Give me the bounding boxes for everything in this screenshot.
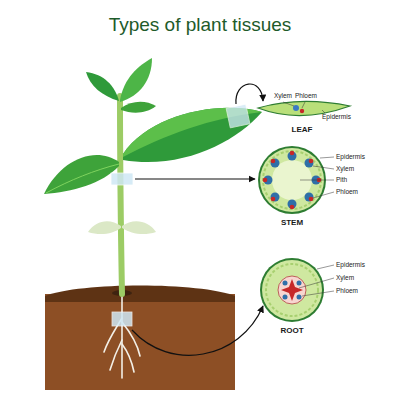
cotyledon — [88, 221, 121, 234]
leader-line — [302, 291, 334, 296]
phloem-bundle — [309, 197, 314, 202]
section-caption: ROOT — [280, 326, 303, 335]
phloem-bundle — [283, 281, 288, 286]
tissue-label: Epidermis — [322, 113, 351, 120]
leaf-sample — [226, 104, 250, 128]
pointer-arrow — [135, 178, 255, 179]
roots — [104, 294, 140, 378]
tissue-label: Xylem — [274, 92, 292, 99]
stem-sample — [111, 173, 133, 185]
phloem-bundle — [271, 197, 276, 202]
xylem-bundle — [305, 159, 314, 168]
vascular-cylinder — [278, 276, 306, 304]
section-caption: STEM — [281, 218, 303, 227]
leader-line — [320, 157, 334, 158]
main-root — [121, 294, 123, 378]
section-caption: LEAF — [292, 125, 313, 134]
phloem-bundle — [309, 159, 314, 164]
pointer-arrow — [236, 84, 263, 104]
pointer-arrow — [132, 306, 263, 355]
leader-lines — [283, 102, 325, 113]
phloem-bundles — [283, 281, 302, 300]
stem — [120, 96, 122, 294]
phloem-bundle — [297, 295, 302, 300]
leaf — [44, 155, 119, 194]
leaf — [86, 72, 119, 101]
leader-lines — [300, 157, 334, 198]
tissue-label: Phloem — [336, 287, 358, 294]
tissue-label: Epidermis — [336, 153, 365, 160]
tissue-label: Phloem — [295, 92, 317, 99]
leaf — [121, 102, 156, 113]
side-root — [122, 322, 140, 356]
tissue-label: Epidermis — [336, 261, 365, 268]
tissue-label: Xylem — [336, 165, 354, 172]
leader-line — [317, 265, 334, 269]
phloem-bundle — [263, 178, 268, 183]
leaf — [120, 58, 152, 102]
xylem-bundle — [271, 159, 280, 168]
leader-line — [283, 102, 294, 106]
leader-lines — [299, 265, 334, 296]
xylem-bundle — [264, 176, 273, 185]
tissue-label: Pith — [336, 176, 347, 183]
side-root — [122, 344, 134, 372]
tissue-label: Phloem — [336, 188, 358, 195]
leader-line — [313, 192, 334, 198]
leader-line — [322, 110, 325, 113]
xylem-bundle — [271, 193, 280, 202]
cotyledon — [122, 221, 156, 234]
tissue-label: Xylem — [336, 274, 354, 281]
cortex-cells — [266, 264, 318, 316]
phloem-bundle — [297, 281, 302, 286]
leader-line — [299, 278, 334, 288]
soil-block — [45, 294, 235, 390]
leaf-vein — [46, 164, 119, 193]
phloem-bundle — [283, 295, 288, 300]
soil-top — [45, 286, 235, 303]
phloem-bundle — [300, 109, 304, 113]
phloem-bundle — [290, 205, 295, 210]
phloem-bundle — [290, 151, 295, 156]
root-sample — [112, 312, 132, 326]
xylem-bundle — [305, 193, 314, 202]
xylem-bundle — [288, 152, 297, 161]
diagram-title: Types of plant tissues — [109, 14, 292, 36]
leader-line — [300, 180, 334, 181]
leader-line — [313, 166, 334, 169]
side-root — [110, 340, 122, 370]
phloem-bundle — [271, 159, 276, 164]
xylem-bundle — [288, 200, 297, 209]
xylem-star — [281, 279, 303, 301]
cortex — [262, 260, 322, 320]
leader-line — [302, 102, 305, 108]
root-section — [260, 258, 324, 322]
